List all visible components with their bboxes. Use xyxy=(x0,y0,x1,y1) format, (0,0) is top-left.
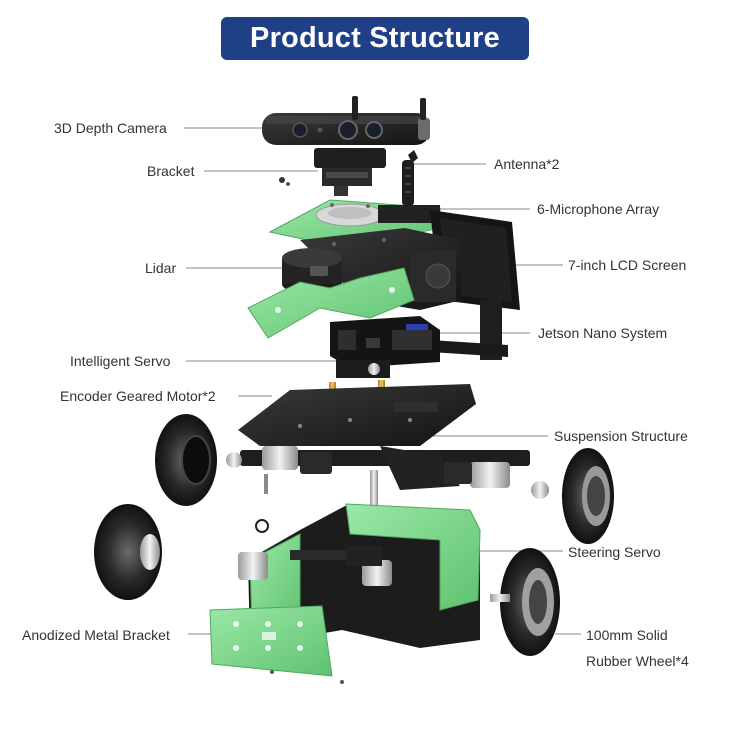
title-banner: Product Structure xyxy=(221,17,529,60)
label-lcd-screen: 7-inch LCD Screen xyxy=(568,257,687,273)
label-microphone-array: 6-Microphone Array xyxy=(537,201,660,217)
label-jetson-nano: Jetson Nano System xyxy=(538,325,668,341)
label-wheel-line1: 100mm Solid xyxy=(586,627,668,643)
label-lidar: Lidar xyxy=(145,260,177,276)
label-bracket: Bracket xyxy=(147,163,195,179)
camera-bracket xyxy=(279,148,386,196)
wheel-front-right xyxy=(562,448,614,544)
jetson-nano-board xyxy=(330,316,440,368)
depth-camera xyxy=(262,113,430,145)
label-wheel-line2: Rubber Wheel*4 xyxy=(586,653,689,669)
antenna-pair xyxy=(352,96,426,206)
wheel-rear-left xyxy=(94,504,162,600)
intelligent-servo xyxy=(336,360,390,378)
label-intelligent-servo: Intelligent Servo xyxy=(70,353,171,369)
label-depth-camera: 3D Depth Camera xyxy=(54,120,167,136)
label-encoder-motor: Encoder Geared Motor*2 xyxy=(60,388,216,404)
label-anodized-bracket: Anodized Metal Bracket xyxy=(22,627,170,643)
main-deck-plate xyxy=(238,384,476,446)
wheel-front-left xyxy=(155,414,217,506)
page-title: Product Structure xyxy=(250,22,500,54)
wheel-rear-right xyxy=(490,548,560,656)
label-steering-servo: Steering Servo xyxy=(568,544,661,560)
label-suspension: Suspension Structure xyxy=(554,428,688,444)
anodized-metal-bracket xyxy=(209,605,344,684)
label-antenna: Antenna*2 xyxy=(494,156,560,172)
suspension-structure xyxy=(226,446,549,510)
lidar-green-bracket xyxy=(247,267,415,339)
upper-chassis xyxy=(300,228,462,310)
